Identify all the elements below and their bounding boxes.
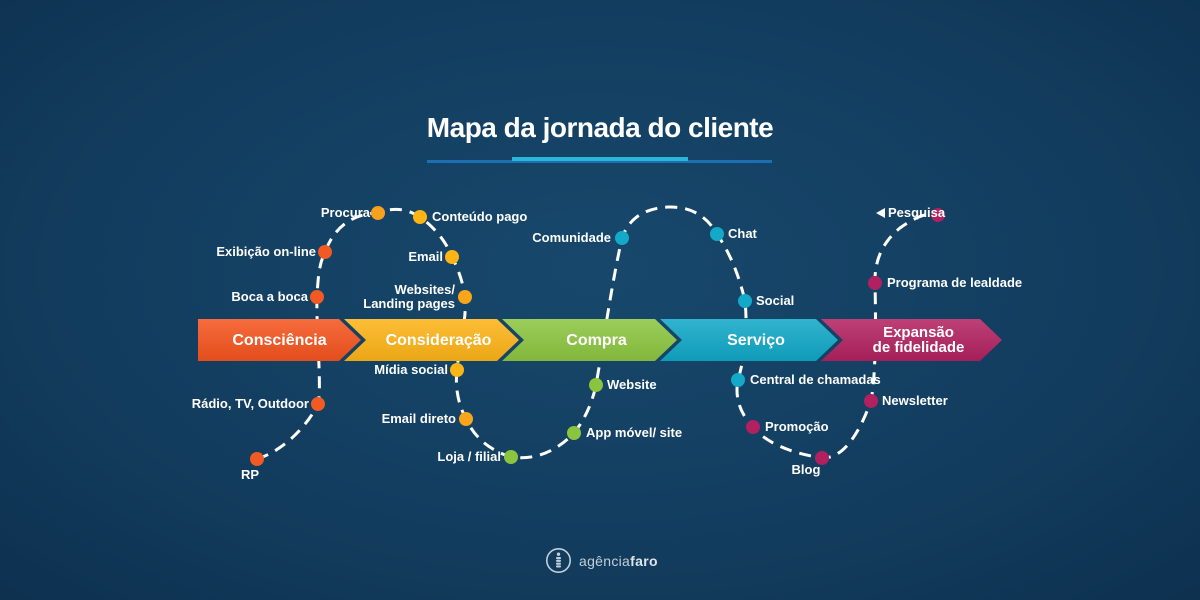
stage-label: Serviço [727,331,785,349]
touchpoint-dot-procura [371,206,385,220]
touchpoint-dot-radio-tv-outdoor [311,397,325,411]
touchpoint-dot-comunidade [615,231,629,245]
touchpoint-dot-loja-filial [504,450,518,464]
touchpoint-label-blog: Blog [791,462,821,477]
title-underline-teal [512,157,688,161]
touchpoint-dot-email [445,250,459,264]
touchpoint-dot-app-movel-site [567,426,581,440]
touchpoint-label-website: Website [607,377,657,392]
touchpoint-dot-blog [815,451,829,465]
touchpoint-label-promocao: Promoção [765,419,829,434]
touchpoint-label-email: Email [408,249,443,264]
title-underline-blue [427,160,772,163]
touchpoint-dot-conteudo-pago [413,210,427,224]
stage-label: Consideração [385,331,492,349]
touchpoint-label-procura: Procura [320,205,370,220]
touchpoint-dot-websites-landing-pages [458,290,472,304]
touchpoint-label-rp: RP [240,467,260,482]
touchpoint-label-boca-a-boca: Boca a boca [231,289,308,304]
agency-logo: agênciafaro [545,547,658,574]
touchpoint-dot-midia-social [450,363,464,377]
touchpoint-label-exibicao-online: Exibição on-line [216,244,316,259]
touchpoint-label-midia-social: Mídia social [374,362,448,377]
touchpoint-label-pesquisa: Pesquisa [888,205,946,220]
touchpoint-dot-promocao [746,420,760,434]
logo-text: agênciafaro [579,553,658,569]
stage-label: Consciência [232,331,327,349]
touchpoint-label-app-movel-site: App móvel/ site [586,425,683,440]
stage-label: Compra [566,331,627,349]
touchpoint-label-chat: Chat [728,226,757,241]
touchpoint-dot-boca-a-boca [310,290,324,304]
touchpoint-dot-central-de-chamadas [731,373,745,387]
stage-label: Expansão de fidelidade [872,324,965,356]
touchpoint-label-email-direto: Email direto [381,411,456,426]
stage-consciencia: Consciência [198,319,361,361]
stage-servico: Serviço [660,319,838,361]
touchpoint-label-comunidade: Comunidade [532,230,611,245]
touchpoint-dot-website [589,378,603,392]
touchpoint-label-newsletter: Newsletter [882,393,948,408]
touchpoint-label-central-de-chamadas: Central de chamadas [750,372,881,387]
stage-compra: Compra [502,319,677,361]
stage-consideracao: Consideração [344,319,519,361]
touchpoint-label-social: Social [756,293,795,308]
logo-text-regular: agência [579,552,631,569]
touchpoint-dot-newsletter [864,394,878,408]
touchpoint-label-radio-tv-outdoor: Rádio, TV, Outdoor [191,396,309,411]
lighthouse-icon [546,548,571,573]
journey-end-arrow-icon [876,208,885,218]
touchpoint-label-conteudo-pago: Conteúdo pago [432,209,528,224]
touchpoint-dot-chat [710,227,724,241]
page-title: Mapa da jornada do cliente [426,112,774,143]
touchpoint-label-loja-filial: Loja / filial [437,449,501,464]
logo-text-bold: faro [630,552,658,569]
touchpoint-label-websites-landing-pages: Websites/ Landing pages [363,282,455,311]
touchpoint-dot-programa-de-lealdade [868,276,882,290]
touchpoint-label-programa-de-lealdade: Programa de lealdade [887,275,1023,290]
touchpoint-dot-pesquisa [931,208,945,222]
touchpoint-dot-rp [250,452,264,466]
touchpoint-dot-email-direto [459,412,473,426]
touchpoint-dot-social [738,294,752,308]
stage-expansao-fidelidade: Expansão de fidelidade [821,319,1002,361]
touchpoint-dot-exibicao-online [318,245,332,259]
